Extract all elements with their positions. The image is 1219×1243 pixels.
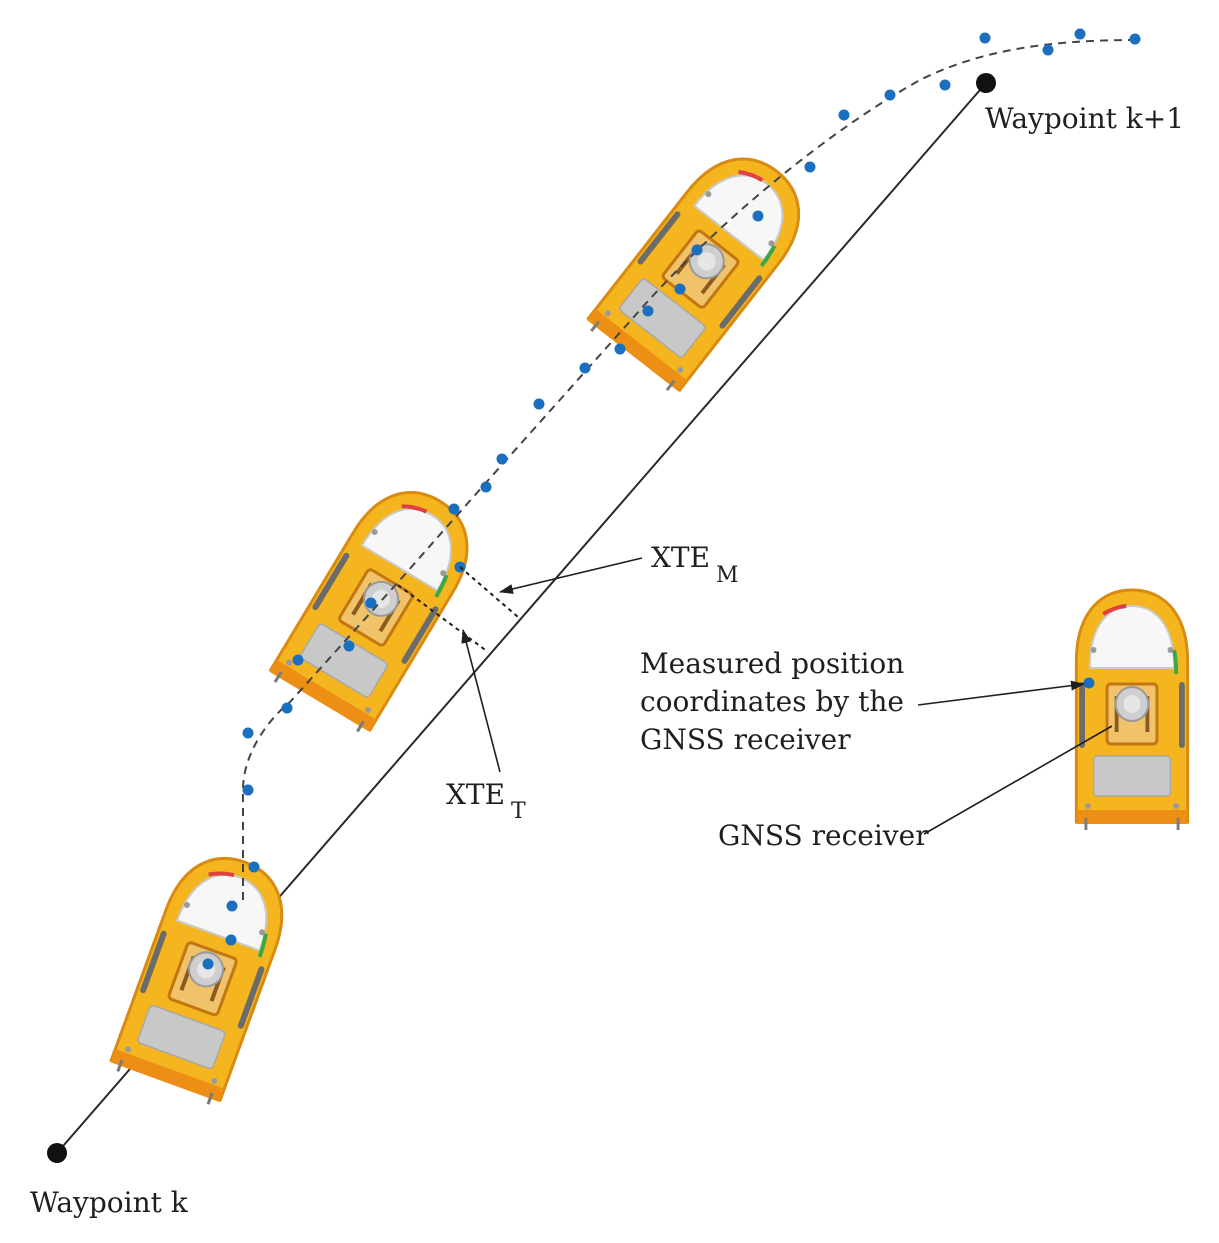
measured-position-arrow xyxy=(917,680,1085,706)
waypoint-k-icon xyxy=(47,1143,67,1163)
waypoint-k1-label: Waypoint k+1 xyxy=(985,102,1184,135)
vessel-4-icon xyxy=(1074,588,1190,832)
measured-positions xyxy=(202,28,1141,970)
xte-m-label: XTE xyxy=(651,541,710,574)
xte-m-subscript: M xyxy=(716,563,739,588)
gnss-receiver-leader xyxy=(923,725,1113,835)
xte-t-label: XTE xyxy=(446,778,505,811)
xte-m-arrow xyxy=(499,557,643,594)
waypoint-k-label: Waypoint k xyxy=(30,1186,189,1219)
gnss-receiver-label: GNSS receiver xyxy=(718,819,929,852)
vessel-3-icon xyxy=(581,133,825,399)
measured-position-label-line2: coordinates by the xyxy=(640,685,904,718)
measured-position-label-line3: GNSS receiver xyxy=(640,723,851,756)
waypoint-k1-icon xyxy=(976,73,996,93)
vessel-1-icon xyxy=(106,840,302,1110)
measured-position-dot xyxy=(1083,677,1095,689)
measured-position-label-line1: Measured position xyxy=(640,647,904,680)
xte-t-subscript: T xyxy=(511,799,526,824)
xte-construction-lines xyxy=(397,566,519,653)
trajectory-dashed-path xyxy=(242,39,1136,900)
xte-t-arrow xyxy=(461,629,501,773)
